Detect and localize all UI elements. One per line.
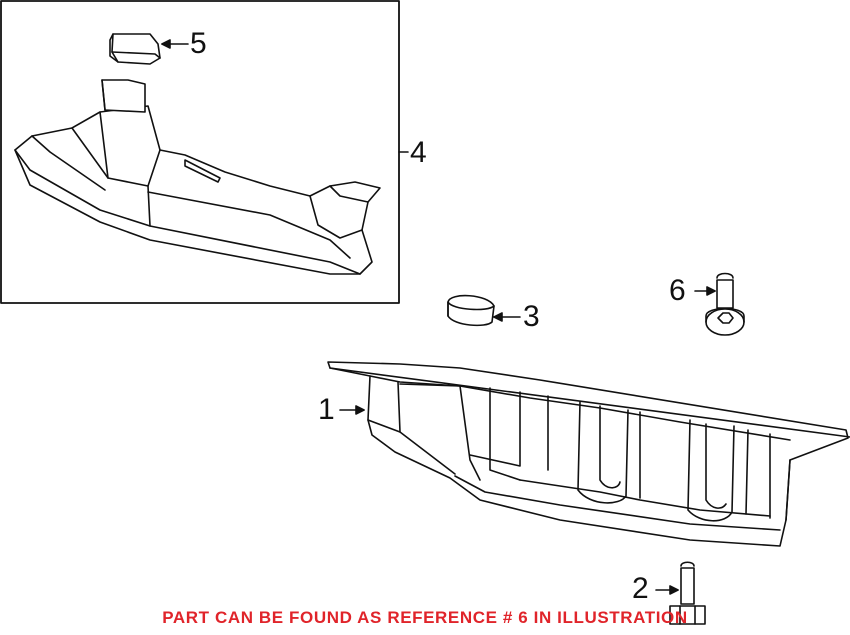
transmission-oil-pan-drawing xyxy=(327,361,850,547)
callout-3: 3 xyxy=(523,300,540,333)
arrow-2 xyxy=(669,585,679,595)
arrow-5 xyxy=(161,39,171,49)
arrow-6 xyxy=(706,286,716,296)
filter-seal-drawing-3 xyxy=(447,294,495,327)
pan-bolt-drawing xyxy=(705,272,745,336)
callout-2: 2 xyxy=(632,572,649,605)
arrow-1 xyxy=(355,405,365,415)
callout-1: 1 xyxy=(318,393,335,426)
filter-seal-drawing-5 xyxy=(109,33,161,65)
callout-4: 4 xyxy=(410,136,427,169)
callout-6: 6 xyxy=(669,274,686,307)
callout-5: 5 xyxy=(190,27,207,60)
arrow-3 xyxy=(493,312,503,322)
drain-plug-drawing xyxy=(669,561,706,625)
transmission-filter-drawing xyxy=(14,79,381,275)
reference-notice: PART CAN BE FOUND AS REFERENCE # 6 IN IL… xyxy=(162,608,688,627)
